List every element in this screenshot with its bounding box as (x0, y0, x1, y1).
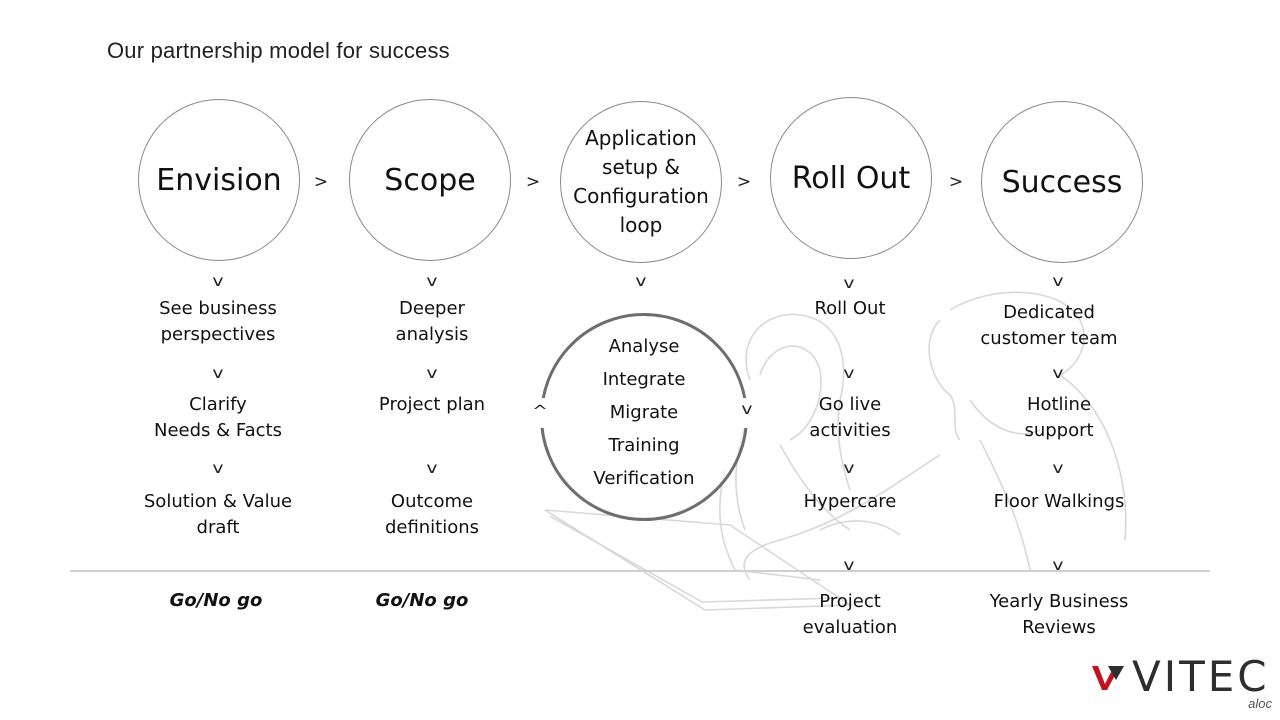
chevron-down-icon: v (843, 364, 855, 382)
chevron-up-icon: ^ (532, 402, 548, 420)
vitec-sub-brand: aloc (1248, 696, 1272, 711)
vitec-logo-icon (1092, 666, 1124, 690)
chevron-down-icon: v (1052, 459, 1064, 477)
loop-step-analyse: Analyse (608, 336, 680, 357)
scope-item-1: Deeper analysis (395, 298, 469, 345)
success-item-3: Floor Walkings (993, 491, 1125, 512)
chevron-down-icon: v (1052, 272, 1064, 290)
rollout-item-4: Project evaluation (802, 591, 898, 638)
scope-item-3: Outcome definitions (384, 491, 480, 538)
chevron-down-icon: v (741, 400, 753, 418)
stage-rollout-label: Roll Out (791, 160, 911, 196)
rollout-item-3: Hypercare (803, 491, 897, 512)
stage-separator: > (313, 172, 329, 192)
scope-item-2: Project plan (378, 394, 486, 415)
scope-gate: Go/No go (375, 590, 469, 611)
stage-application-setup-circle: Application setup & Configuration loop (560, 101, 722, 263)
stage-success-circle: Success (981, 101, 1143, 263)
loop-step-integrate: Integrate (602, 369, 686, 390)
loop-gap-right (740, 398, 754, 428)
loop-step-training: Training (608, 435, 680, 456)
stage-scope-circle: Scope (349, 99, 511, 261)
gate-divider-line (70, 570, 1210, 572)
envision-item-3: Solution & Value draft (143, 491, 293, 538)
stage-separator: > (948, 172, 964, 192)
envision-item-2: Clarify Needs & Facts (154, 394, 282, 441)
vitec-wordmark: VITEC (1132, 652, 1270, 701)
chevron-down-icon: v (635, 272, 647, 290)
success-item-2: Hotline support (1024, 394, 1094, 441)
loop-step-verification: Verification (593, 468, 695, 489)
chevron-down-icon: v (426, 364, 438, 382)
chevron-down-icon: v (426, 272, 438, 290)
stage-application-setup-label: Application setup & Configuration loop (573, 126, 709, 237)
success-item-4: Yearly Business Reviews (989, 591, 1129, 638)
stage-envision-circle: Envision (138, 99, 300, 261)
rollout-item-2: Go live activities (809, 394, 891, 441)
envision-gate: Go/No go (169, 590, 263, 611)
chevron-down-icon: v (843, 556, 855, 574)
page-title: Our partnership model for success (107, 38, 450, 63)
chevron-down-icon: v (426, 459, 438, 477)
stage-envision-label: Envision (156, 162, 282, 198)
rollout-item-1: Roll Out (814, 298, 886, 319)
stage-rollout-circle: Roll Out (770, 97, 932, 259)
loop-step-migrate: Migrate (609, 402, 679, 423)
chevron-down-icon: v (843, 274, 855, 292)
stage-scope-label: Scope (384, 162, 476, 198)
stage-separator: > (525, 172, 541, 192)
stage-success-label: Success (1001, 164, 1123, 200)
loop-gap-left (535, 398, 549, 428)
success-item-1: Dedicated customer team (980, 302, 1118, 349)
chevron-down-icon: v (1052, 556, 1064, 574)
chevron-down-icon: v (843, 459, 855, 477)
chevron-down-icon: v (212, 459, 224, 477)
envision-item-1: See business perspectives (159, 298, 277, 345)
chevron-down-icon: v (212, 364, 224, 382)
stage-separator: > (736, 172, 752, 192)
chevron-down-icon: v (212, 272, 224, 290)
chevron-down-icon: v (1052, 364, 1064, 382)
